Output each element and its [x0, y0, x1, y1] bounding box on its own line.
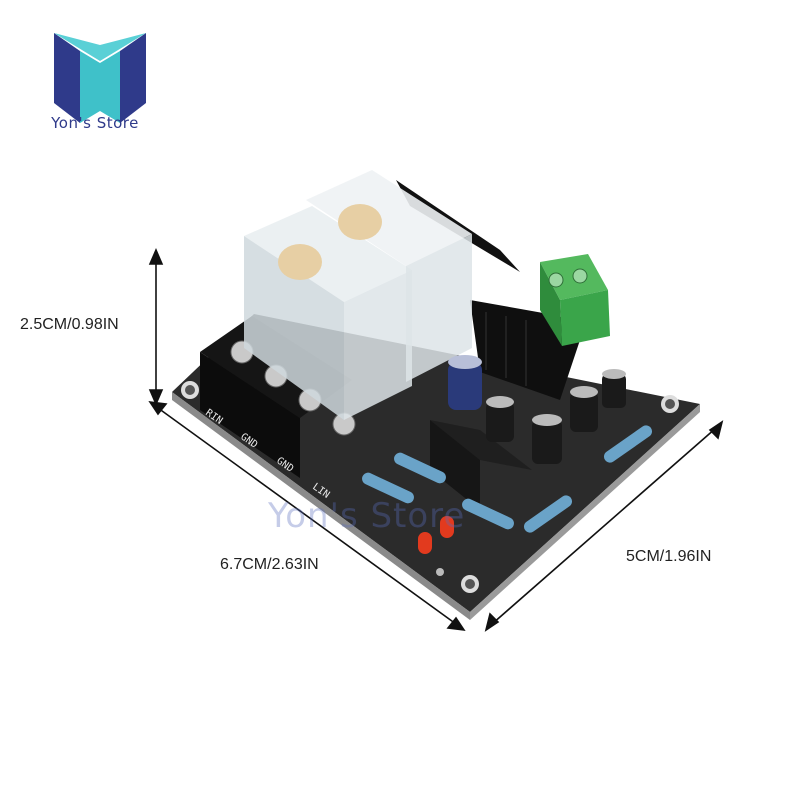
relay-left [244, 206, 412, 420]
resistors [362, 425, 653, 533]
store-logo [54, 33, 146, 123]
relay-right [306, 170, 472, 382]
leds [418, 516, 454, 554]
watermark: Yon's Store [268, 496, 466, 536]
width-dimension-label: 5CM/1.96IN [626, 548, 712, 565]
green-power-terminal [540, 254, 610, 346]
length-dimension-label: 6.7CM/2.63IN [220, 556, 319, 573]
store-name: Yon's Store [51, 114, 139, 132]
width-arrow [484, 420, 724, 632]
length-arrow [148, 400, 466, 632]
ic-chip [430, 420, 532, 510]
height-dimension-label: 2.5CM/0.98IN [20, 316, 119, 333]
capacitors [448, 355, 626, 464]
height-arrow [148, 247, 164, 407]
